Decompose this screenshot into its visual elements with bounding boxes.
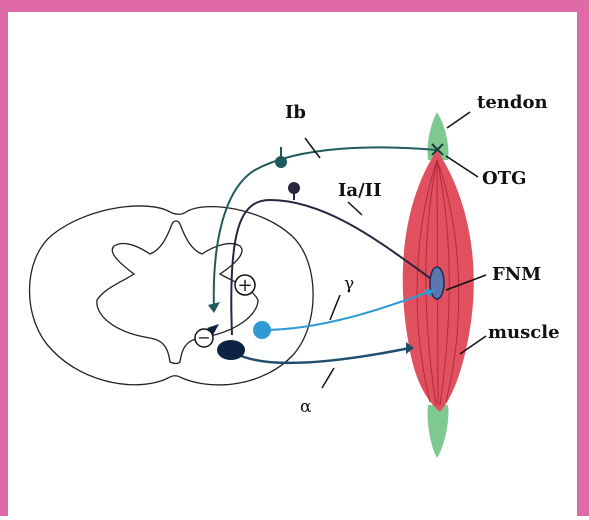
- fnm-label: FNM: [492, 264, 541, 285]
- inhibitory-sign: −: [197, 328, 210, 347]
- alpha-fiber: [230, 348, 410, 363]
- ia-ii-label: Ia/II: [338, 180, 382, 201]
- muscle-label: muscle: [488, 322, 560, 343]
- gamma-pointer: [330, 295, 340, 320]
- spinal-cord: [30, 206, 314, 385]
- tendon-pointer: [447, 112, 470, 128]
- ib-pointer: [305, 138, 320, 158]
- excitatory-sign: +: [237, 275, 252, 296]
- ib-synapse: [208, 302, 220, 313]
- ia-pointer: [348, 202, 362, 215]
- spinal-cord-outline: [30, 206, 314, 385]
- tendon-label: tendon: [477, 92, 548, 113]
- gamma-motor-neuron: [253, 321, 271, 339]
- plus-circle-icon: +: [235, 275, 255, 296]
- frame-right: [577, 0, 589, 516]
- ia-cell-body: [288, 182, 300, 194]
- frame-left: [0, 0, 8, 516]
- minus-circle-icon: −: [195, 328, 213, 347]
- otg-label: OTG: [482, 168, 526, 189]
- fnm-spindle: [430, 267, 444, 299]
- frame-top: [0, 0, 589, 12]
- alpha-motor-neuron: [217, 340, 245, 360]
- alpha-pointer: [322, 368, 334, 388]
- tendon-bottom: [427, 405, 448, 458]
- ib-label: Ib: [285, 102, 306, 123]
- otg-pointer: [446, 156, 478, 177]
- alpha-label: α: [300, 397, 312, 417]
- gamma-label: γ: [344, 274, 354, 294]
- ib-cell-body: [275, 156, 287, 168]
